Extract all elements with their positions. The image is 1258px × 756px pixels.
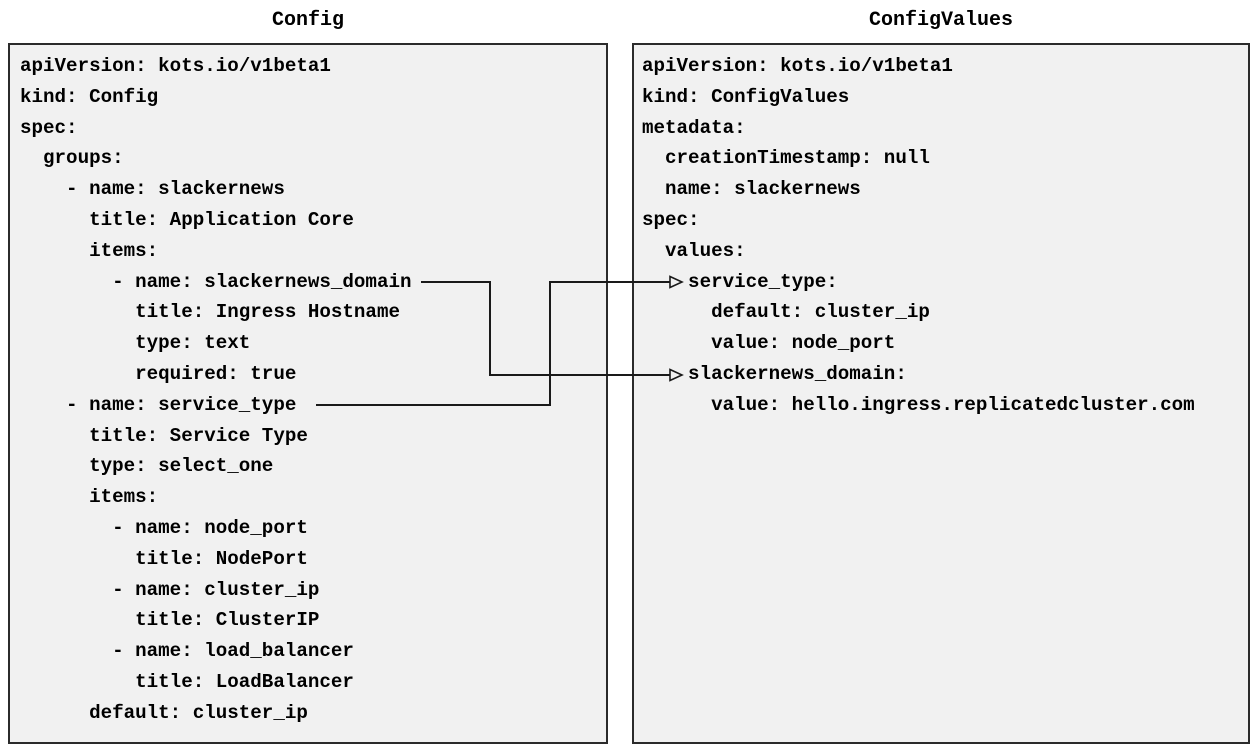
configvalues-panel-title: ConfigValues — [868, 9, 1014, 32]
config-panel-title: Config — [271, 9, 344, 32]
configvalues-yaml-box: apiVersion: kots.io/v1beta1 kind: Config… — [632, 43, 1250, 744]
config-yaml-box: apiVersion: kots.io/v1beta1 kind: Config… — [8, 43, 608, 744]
